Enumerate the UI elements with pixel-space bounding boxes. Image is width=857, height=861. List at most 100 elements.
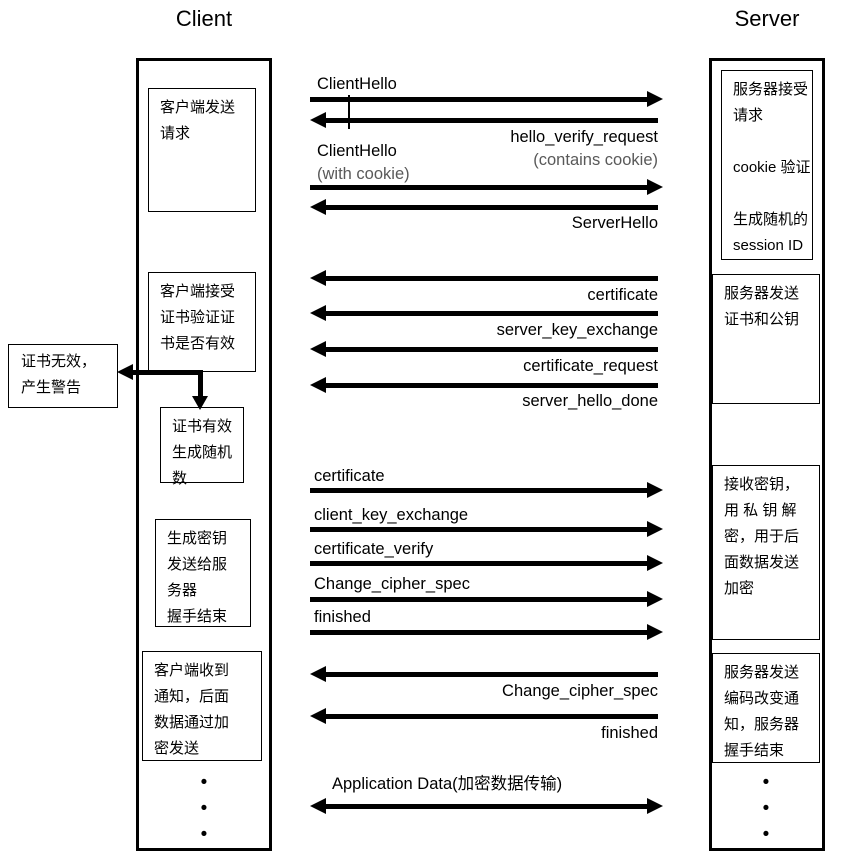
client-ellipsis: • • •: [189, 770, 219, 848]
message-label-m2: hello_verify_request: [510, 128, 658, 146]
message-arrow-m9: [310, 482, 663, 498]
state-line: 服务器发送: [724, 664, 800, 681]
message-sublabel-m3: (with cookie): [317, 165, 410, 183]
state-line: 证书有效: [172, 418, 233, 435]
message-arrow-m11: [310, 555, 663, 571]
state-line: 握手结束: [724, 742, 785, 759]
state-line: 加密: [724, 580, 755, 597]
message-label-m5: certificate: [587, 286, 658, 304]
arrowhead-right-icon: [647, 624, 663, 640]
message-label-m6: server_key_exchange: [496, 321, 658, 339]
arrow-shaft: [325, 347, 658, 352]
state-line: 证书和公钥: [724, 311, 800, 328]
state-line: 生成随机的: [733, 211, 809, 228]
arrow-shaft: [325, 311, 658, 316]
message-label-m12: Change_cipher_spec: [314, 575, 470, 593]
state-line: 密发送: [154, 740, 200, 757]
message-label-m1: ClientHello: [317, 75, 397, 93]
state-line: 服务器发送: [724, 285, 800, 302]
arrow-shaft: [325, 205, 658, 210]
arrow-shaft: [325, 118, 658, 123]
state-line: 知，服务器: [724, 716, 800, 733]
message-arrow-m16: [310, 798, 663, 814]
arrowhead-right-icon: [647, 91, 663, 107]
message-label-m13: finished: [314, 608, 371, 626]
ellipsis-dot: •: [200, 824, 208, 845]
server-state-box-change-cipher: 服务器发送 编码改变通 知，服务器 握手结束: [712, 653, 820, 763]
message-label-m10: client_key_exchange: [314, 506, 469, 524]
ellipsis-dot: •: [200, 798, 208, 819]
state-line: 服务器接受: [733, 81, 809, 98]
message-arrow-m2: [310, 112, 658, 128]
state-line: 发送给服: [167, 556, 228, 573]
state-line-spacer: [733, 129, 802, 155]
state-line: 密，用于后: [724, 528, 800, 545]
state-line: 握手结束: [167, 608, 228, 625]
message-label-m16: Application Data(加密数据传输): [332, 775, 563, 793]
state-line: 客户端收到: [154, 662, 230, 679]
branch-to-valid-arrowhead-icon: [192, 396, 208, 410]
arrowhead-left-icon: [310, 341, 326, 357]
ellipsis-dot: •: [762, 772, 770, 793]
state-line: 数: [172, 470, 188, 487]
client-state-box-send-request: 客户端发送 请求: [148, 88, 256, 212]
state-line: 数据通过加: [154, 714, 230, 731]
state-line: 接收密钥，: [724, 476, 800, 493]
arrowhead-right-icon: [647, 179, 663, 195]
ellipsis-dot: •: [200, 772, 208, 793]
arrowhead-right-icon: [647, 555, 663, 571]
message-arrow-m12: [310, 591, 663, 607]
client-state-box-verify-certificate: 客户端接受 证书验证证 书是否有效: [148, 272, 256, 372]
alert-line: 证书无效，: [21, 353, 97, 370]
arrow-shaft: [310, 597, 648, 602]
client-column-title: Client: [175, 6, 233, 31]
state-line: 客户端接受: [160, 283, 236, 300]
branch-to-valid-shaft: [198, 370, 203, 400]
client-state-box-generate-key: 生成密钥 发送给服 务器 握手结束: [155, 519, 251, 627]
message-arrow-m13: [310, 624, 663, 640]
arrow-shaft: [325, 804, 648, 809]
arrow-shaft: [325, 276, 658, 281]
state-line: 请求: [733, 107, 764, 124]
arrowhead-left-icon: [310, 666, 326, 682]
arrowhead-right-icon: [647, 798, 663, 814]
ellipsis-dot: •: [762, 798, 770, 819]
arrow-shaft: [310, 97, 648, 102]
arrowhead-left-icon: [310, 798, 326, 814]
server-ellipsis: • • •: [751, 770, 781, 848]
branch-to-alert-shaft: [132, 370, 202, 375]
arrow-shaft: [310, 185, 648, 190]
state-line-spacer: [733, 181, 802, 207]
state-line: 编码改变通: [724, 690, 800, 707]
message-label-m11: certificate_verify: [314, 540, 434, 558]
branch-to-alert-arrowhead-icon: [117, 364, 133, 380]
state-line: 客户端发送: [160, 99, 236, 116]
message-arrow-m8: [310, 377, 658, 393]
arrow-shaft: [325, 383, 658, 388]
arrow-shaft: [310, 527, 648, 532]
arrowhead-left-icon: [310, 112, 326, 128]
arrowhead-left-icon: [310, 270, 326, 286]
message-arrow-m14: [310, 666, 658, 682]
state-line: 请求: [160, 125, 191, 142]
message-label-m3: ClientHello: [317, 142, 397, 160]
message-arrow-m6: [310, 305, 658, 321]
server-state-box-receive-key: 接收密钥， 用 私 钥 解 密，用于后 面数据发送 加密: [712, 465, 820, 640]
state-line: cookie 验证: [733, 159, 811, 176]
alert-line: 产生警告: [21, 379, 82, 396]
state-line: 书是否有效: [160, 335, 236, 352]
state-line: 务器: [167, 582, 198, 599]
message-label-m8: server_hello_done: [522, 392, 658, 410]
state-line: session ID: [733, 237, 804, 254]
server-column-title: Server: [734, 6, 800, 31]
arrowhead-right-icon: [647, 591, 663, 607]
message-arrow-m3: [310, 179, 663, 195]
message-arrow-m15: [310, 708, 658, 724]
arrow-shaft: [310, 488, 648, 493]
server-state-box-accept-request: 服务器接受 请求 cookie 验证 生成随机的 session ID: [721, 70, 813, 260]
client-state-box-encrypted-send: 客户端收到 通知，后面 数据通过加 密发送: [142, 651, 262, 761]
arrowhead-right-icon: [647, 482, 663, 498]
message-label-m4: ServerHello: [571, 214, 658, 232]
message-arrow-m7: [310, 341, 658, 357]
